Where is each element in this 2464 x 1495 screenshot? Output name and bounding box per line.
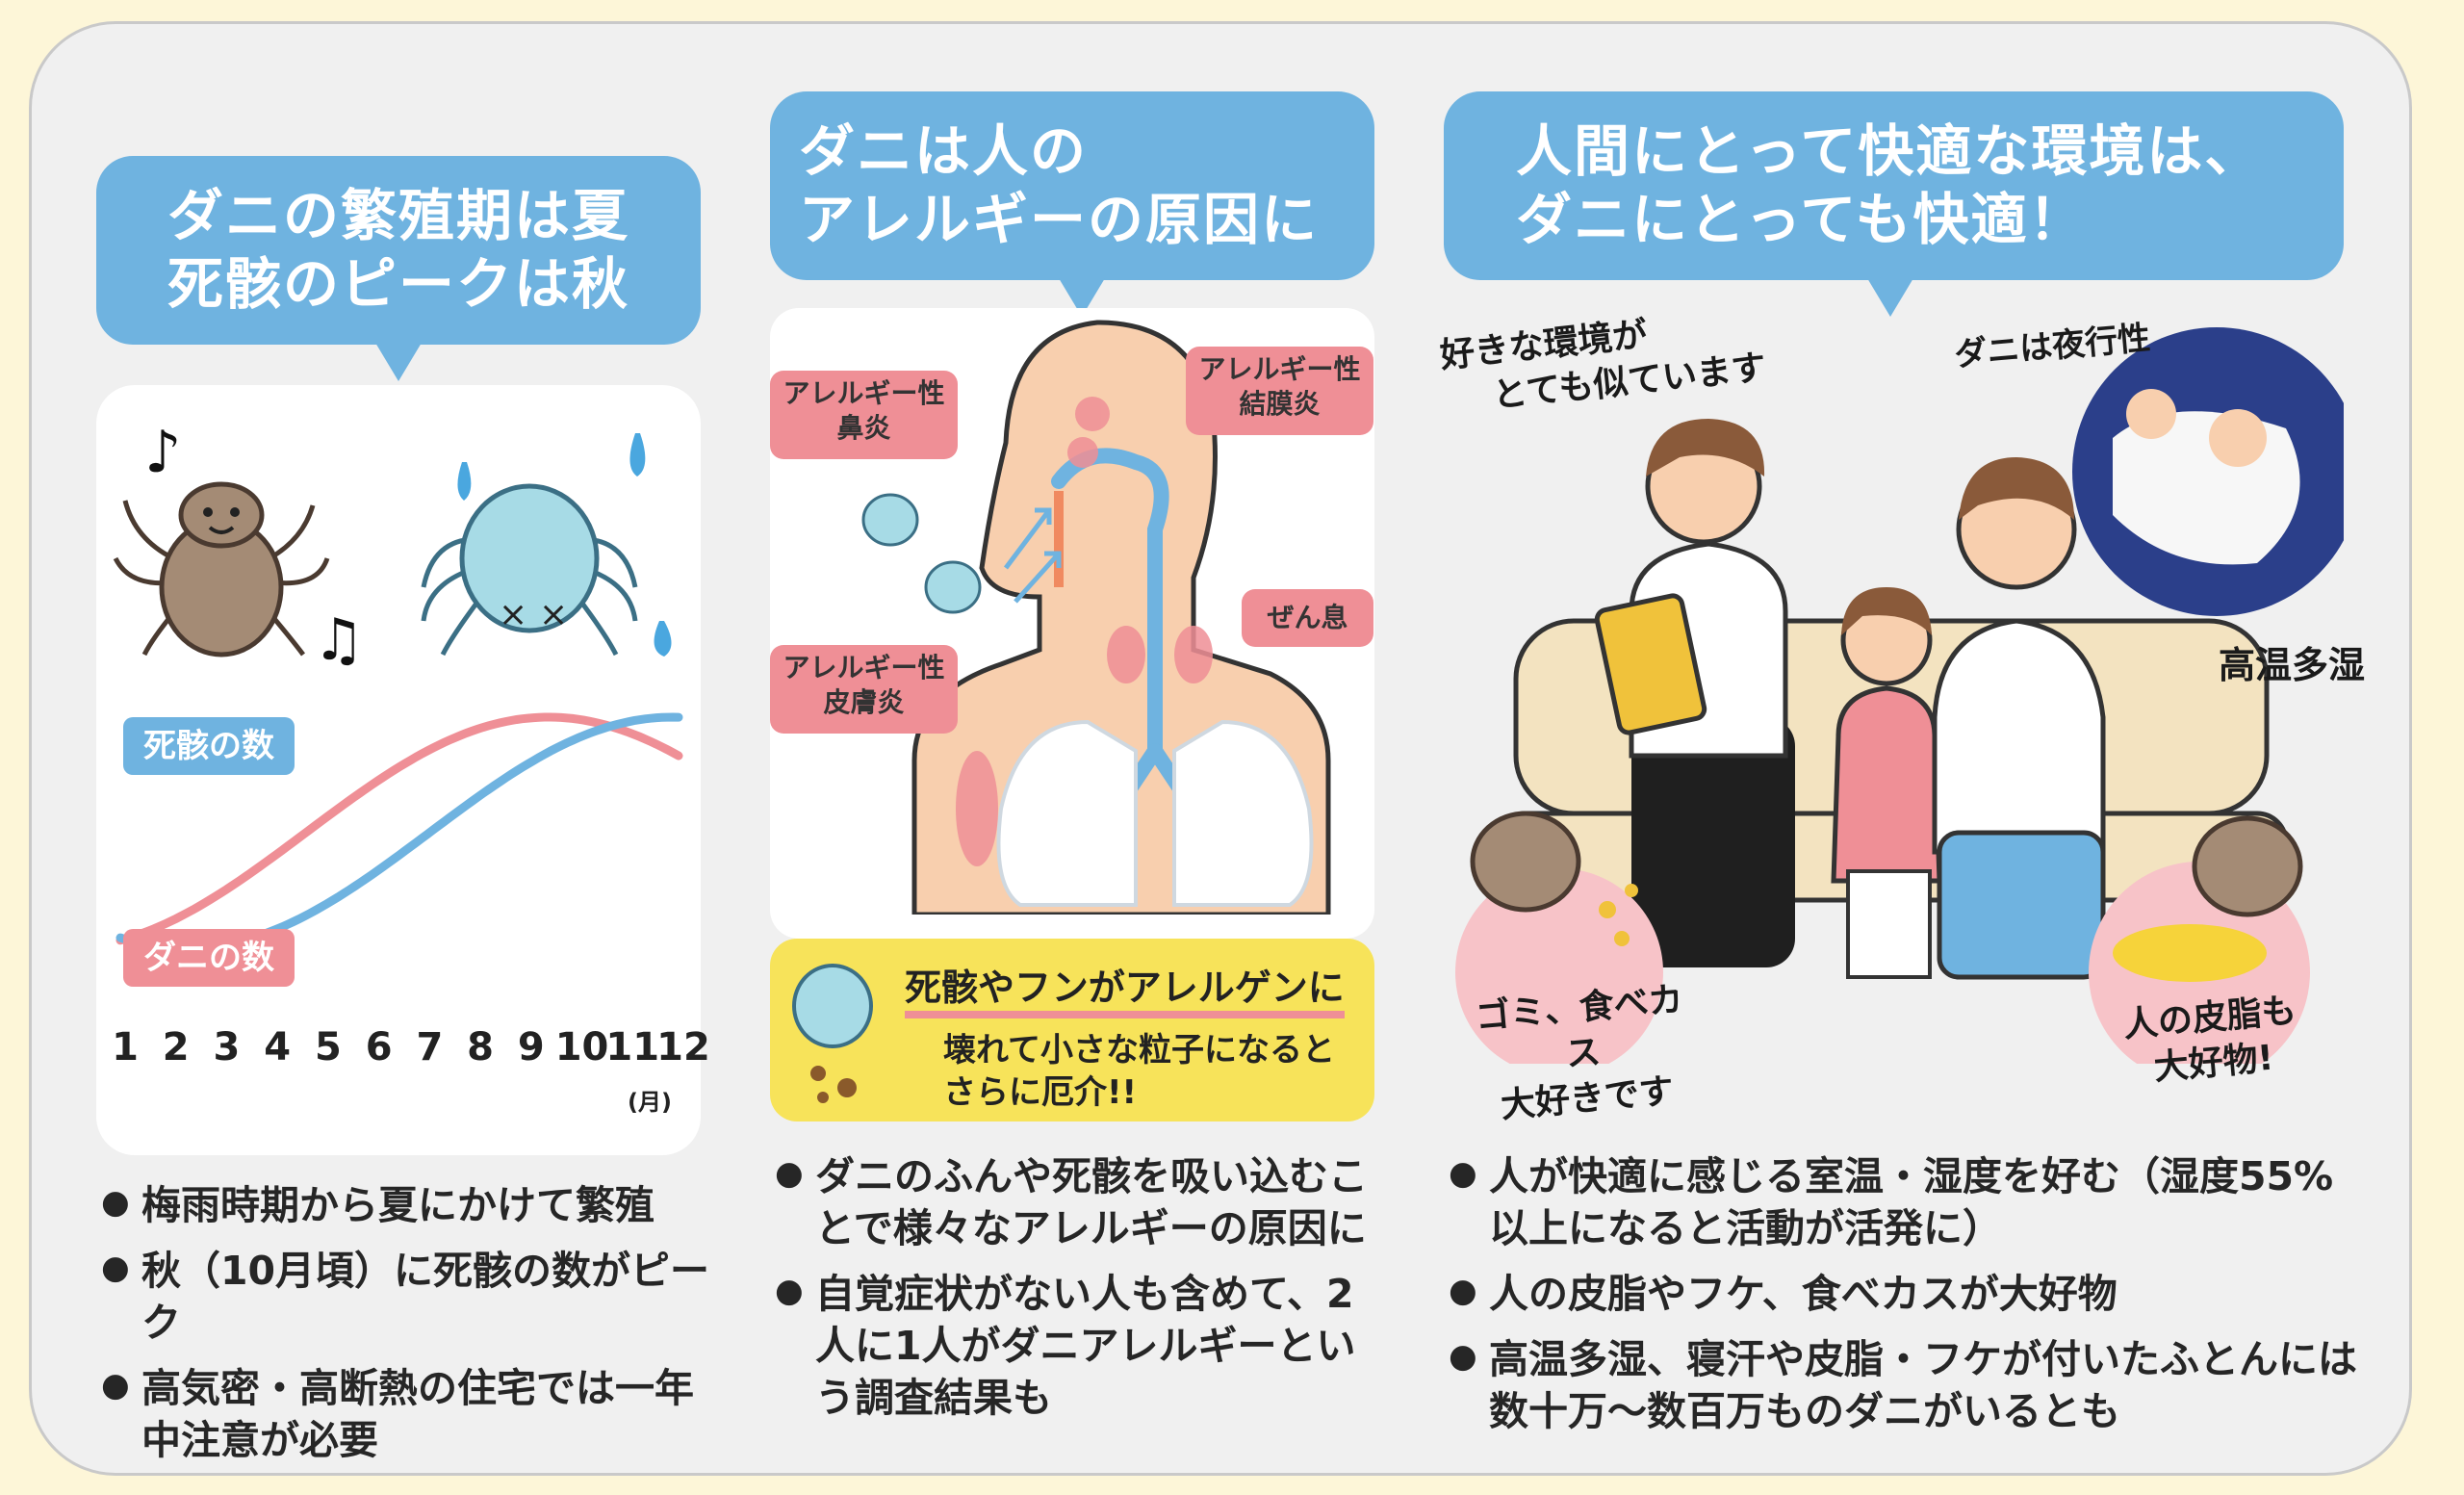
tag-line: アレルギー性 [1198,353,1361,385]
panel2-title-line2: アレルギーの原因に [799,187,1320,252]
tag-allergic-rhinitis: アレルギー性 鼻炎 [770,371,958,459]
bullet-item: 梅雨時期から夏にかけて繁殖 [101,1179,717,1231]
month-tick-label: 2 [162,1025,190,1070]
tag-asthma: ぜん息 [1242,589,1373,647]
bullet-item: ダニのふんや死骸を吸い込むことで様々なアレルギーの原因に [775,1150,1391,1254]
bullet-item: 秋（10月頃）に死骸の数がピーク [101,1245,717,1349]
tag-allergic-conjunctivitis: アレルギー性 結膜炎 [1186,347,1373,435]
legend-dead-count: 死骸の数 [123,717,295,775]
bullet-item: 高温多湿、寝汗や皮脂・フケが付いたふとんには数十万〜数百万ものダニがいるとも [1449,1333,2363,1437]
panel1-title: ダニの繁殖期は夏 死骸のピークは秋 [96,156,701,381]
allergen-line1: 壊れて小さな粒子になると [943,1031,1335,1070]
tag-line: アレルギー性 [783,377,945,409]
month-unit: (月) [628,1089,672,1116]
month-tick-label: 8 [467,1025,494,1070]
bullet-item: 人が快適に感じる室温・湿度を好む（湿度55%以上になると活動が活発に） [1449,1150,2363,1254]
allergen-callout: 死骸やフンがアレルゲンに 壊れて小さな粒子になると さらに厄介!! [770,939,1374,1121]
panel1-title-line2: 死骸のピークは秋 [167,251,629,317]
bubble-garbage-text: ゴミ、食べカス 大好きです [1462,977,1704,1132]
panel2-title: ダニは人の アレルギーの原因に [770,91,1374,317]
panel2-title-line1: ダニは人の [799,118,1089,185]
happy-mite-icon [113,481,330,657]
month-tick-label: 7 [416,1025,444,1070]
crumbs-icon [1599,884,1638,946]
tag-line: 皮膚炎 [823,686,905,719]
panel2-bullets: ダニのふんや死骸を吸い込むことで様々なアレルギーの原因に 自覚症状がない人も含め… [775,1150,1391,1438]
allergen-line2: さらに厄介!! [943,1073,1138,1112]
sebum-drop-icon [2113,924,2267,982]
svg-text:♪: ♪ [144,419,181,486]
panel3-title: 人間にとって快適な環境は、 ダニにとっても快適！ [1444,91,2344,317]
bullet-item: 高気密・高断熱の住宅では一年中注意が必要 [101,1362,717,1466]
bullet-item: 人の皮脂やフケ、食べカスが大好物 [1449,1268,2363,1320]
sleeping-family-icon [2072,327,2344,616]
mite-illustrations: ♪♫ ×× [113,419,672,674]
panel3-title-line1: 人間にとって快適な環境は、 [1516,118,2263,185]
month-tick-label: 6 [365,1025,393,1070]
dead-mite-icon: ×× [421,483,638,657]
inhale-arrow-icon [1004,507,1062,604]
allergen-heading: 死骸やフンがアレルゲンに [905,958,1345,1018]
sweat-drop-icon [457,433,672,657]
woman-icon [1932,457,2106,980]
small-dead-mite-icon [861,493,982,614]
svg-text:×: × [539,595,568,634]
panel3-bullets: 人が快適に感じる室温・湿度を好む（湿度55%以上になると活動が活発に） 人の皮脂… [1449,1150,2363,1452]
tag-line: アレルギー性 [783,652,945,683]
bullet-item: 自覚症状がない人も含めて、2人に1人がダニアレルギーという調査結果も [775,1268,1391,1424]
svg-text:♫: ♫ [313,606,365,674]
man-icon [1629,419,1795,967]
note-humid: 高温多湿 [2219,644,2366,686]
month-tick-label: 3 [213,1025,241,1070]
panel1-bullets: 梅雨時期から夏にかけて繁殖 秋（10月頃）に死骸の数がピーク 高気密・高断熱の住… [101,1179,717,1481]
panel3-title-line2: ダニにとっても快適！ [1516,187,2087,252]
inflammation-spot-icon [956,397,1213,866]
month-tick-label: 4 [264,1025,292,1070]
month-tick-label: 1 [112,1025,139,1070]
tag-allergic-dermatitis: アレルギー性 皮膚炎 [770,645,958,734]
month-tick-label: 11 [605,1025,660,1070]
mite-count-line [116,712,683,945]
tag-line: 結膜炎 [1239,388,1321,421]
month-tick-label: 5 [314,1025,342,1070]
legend-mite-count: ダニの数 [123,929,295,987]
svg-text:×: × [499,595,527,634]
brown-mite-icon [1470,811,2303,917]
dead-mite-icon [792,964,873,1103]
month-tick-label: 10 [554,1025,609,1070]
month-tick-label: 9 [517,1025,545,1070]
lung-icon [996,719,1314,907]
chip-bag-icon [1594,593,1707,735]
girl-icon [1831,587,1942,979]
panel1-title-line1: ダニの繁殖期は夏 [167,183,629,249]
family-sofa-illustration [1455,327,2344,1064]
tag-line: 鼻炎 [836,412,891,445]
month-tick-label: 12 [656,1025,710,1070]
human-body-illustration [861,320,1331,915]
music-note-icon: ♪♫ [144,419,365,674]
